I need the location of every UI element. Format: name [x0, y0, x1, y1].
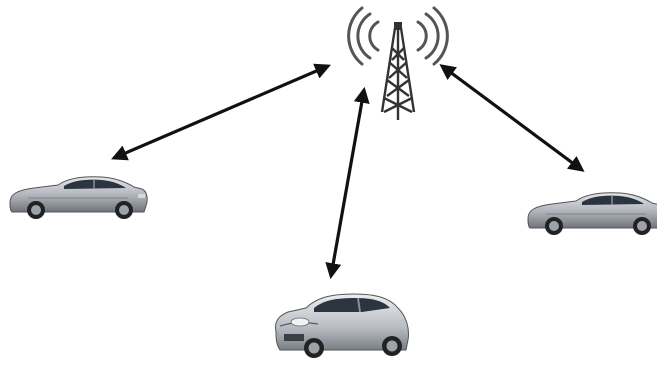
hatchback-car-icon — [276, 294, 409, 358]
cell-tower-icon — [349, 8, 448, 120]
sports-car-icon — [528, 193, 657, 235]
link-arrow-left — [114, 66, 328, 158]
link-arrow-bottom — [331, 90, 364, 276]
link-arrow-right — [442, 66, 582, 170]
sports-car-icon — [10, 177, 147, 219]
